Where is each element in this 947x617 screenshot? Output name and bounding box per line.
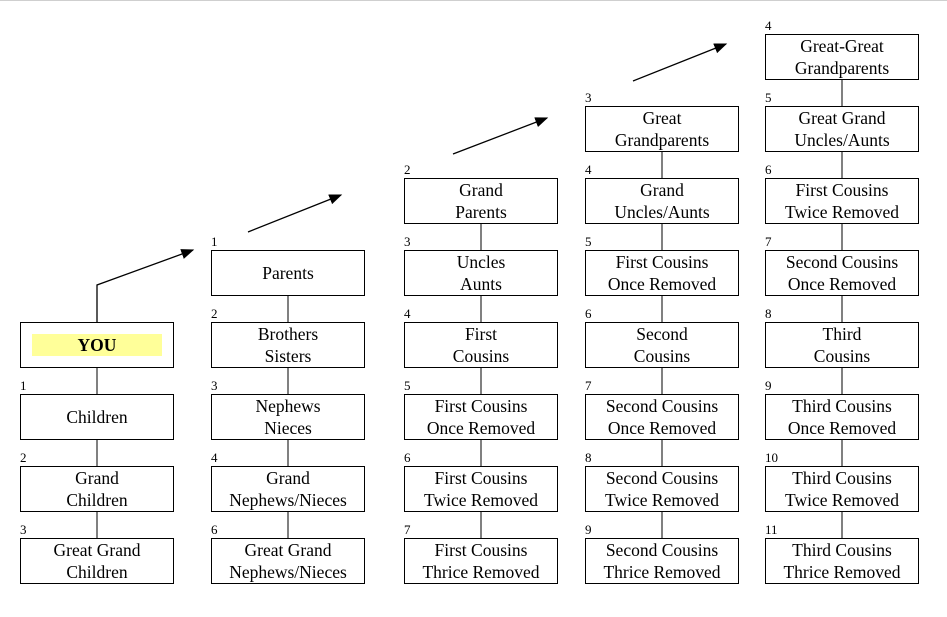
relation-box-great-grand-uncles-aunts: Great Grand Uncles/Aunts [765,106,919,152]
relation-box-grand-children: Grand Children [20,466,174,512]
relation-label: Grand Uncles/Aunts [614,180,710,222]
relation-label: Great Grand Uncles/Aunts [794,108,890,150]
relation-label: First Cousins Twice Removed [424,468,538,510]
generation-arrow [247,194,343,233]
relation-box-third-cousins: Third Cousins [765,322,919,368]
degree-number: 7 [585,378,592,393]
relation-box-uncles-aunts: Uncles Aunts [404,250,558,296]
relation-box-first-cousins-twice-removed: First Cousins Twice Removed [765,178,919,224]
relation-label: Great Grandparents [614,108,710,150]
relation-box-second-cousins-thrice-removed: Second Cousins Thrice Removed [585,538,739,584]
relation-box-third-cousins-once-removed: Third Cousins Once Removed [765,394,919,440]
relation-box-nephews-nieces: Nephews Nieces [211,394,365,440]
relation-label: Second Cousins Once Removed [605,396,719,438]
relation-label: Brothers Sisters [257,324,319,366]
degree-number: 8 [765,306,772,321]
relation-label: Great Grand Nephews/Nieces [229,540,347,582]
relation-box-grand-uncles-aunts: Grand Uncles/Aunts [585,178,739,224]
degree-number: 2 [20,450,27,465]
relation-label: Great Grand Children [53,540,141,582]
relation-box-great-grand-nephews-nieces: Great Grand Nephews/Nieces [211,538,365,584]
relation-label: Grand Nephews/Nieces [229,468,347,510]
degree-number: 3 [585,90,592,105]
degree-number: 1 [20,378,27,393]
degree-number: 5 [585,234,592,249]
relation-label: Second Cousins Twice Removed [605,468,719,510]
relation-box-great-grand-children: Great Grand Children [20,538,174,584]
relation-label: First Cousins Once Removed [426,396,536,438]
degree-number: 9 [765,378,772,393]
degree-number: 4 [404,306,411,321]
top-rule [0,0,947,1]
relation-box-first-cousins: First Cousins [404,322,558,368]
degree-number: 3 [211,378,218,393]
relation-label: Third Cousins [813,324,871,366]
relation-label: Second Cousins Once Removed [785,252,899,294]
relation-box-third-cousins-thrice-removed: Third Cousins Thrice Removed [765,538,919,584]
relation-box-you: YOU [20,322,174,368]
relation-label: Grand Parents [455,180,507,222]
degree-number: 6 [211,522,218,537]
relation-label: Third Cousins Thrice Removed [783,540,901,582]
relation-label: First Cousins Twice Removed [785,180,899,222]
relation-label: Grand Children [66,468,128,510]
degree-number: 3 [20,522,27,537]
relation-label: Children [66,407,128,427]
generation-arrow [632,43,728,82]
relation-box-second-cousins-twice-removed: Second Cousins Twice Removed [585,466,739,512]
degree-number: 10 [765,450,778,465]
relation-label: Nephews Nieces [255,396,321,438]
degree-number: 5 [404,378,411,393]
relation-box-brothers-sisters: Brothers Sisters [211,322,365,368]
degree-number: 1 [211,234,218,249]
degree-number: 2 [211,306,218,321]
relation-box-first-cousins-thrice-removed: First Cousins Thrice Removed [404,538,558,584]
relation-label: Great-Great Grandparents [794,36,890,78]
relation-label: First Cousins [452,324,510,366]
relation-box-third-cousins-twice-removed: Third Cousins Twice Removed [765,466,919,512]
degree-number: 4 [765,18,772,33]
relation-box-parents: Parents [211,250,365,296]
generation-arrow [452,117,549,155]
degree-number: 4 [585,162,592,177]
relation-label: First Cousins Thrice Removed [422,540,540,582]
relation-label: Uncles Aunts [456,252,506,294]
relation-label: Second Cousins [633,324,691,366]
degree-number: 11 [765,522,778,537]
relation-label: Third Cousins Twice Removed [785,468,899,510]
degree-number: 7 [765,234,772,249]
relation-box-second-cousins-once-removed: Second Cousins Once Removed [585,394,739,440]
relation-box-first-cousins-twice-removed: First Cousins Twice Removed [404,466,558,512]
degree-number: 9 [585,522,592,537]
relation-label: First Cousins Once Removed [607,252,717,294]
degree-number: 5 [765,90,772,105]
relation-box-grand-parents: Grand Parents [404,178,558,224]
relation-box-first-cousins-once-removed: First Cousins Once Removed [585,250,739,296]
degree-number: 7 [404,522,411,537]
relation-label: YOU [32,334,162,356]
degree-number: 8 [585,450,592,465]
relation-label: Third Cousins Once Removed [787,396,897,438]
relation-label: Second Cousins Thrice Removed [603,540,721,582]
relation-box-first-cousins-once-removed: First Cousins Once Removed [404,394,558,440]
relation-box-grand-nephews-nieces: Grand Nephews/Nieces [211,466,365,512]
degree-number: 2 [404,162,411,177]
degree-number: 6 [404,450,411,465]
degree-number: 6 [765,162,772,177]
relation-box-children: Children [20,394,174,440]
degree-number: 6 [585,306,592,321]
relation-box-great-grandparents: Great Grandparents [585,106,739,152]
relation-box-second-cousins: Second Cousins [585,322,739,368]
generation-arrow [96,249,195,322]
relation-box-great-great-grandparents: Great-Great Grandparents [765,34,919,80]
relation-box-second-cousins-once-removed: Second Cousins Once Removed [765,250,919,296]
degree-number: 3 [404,234,411,249]
relation-label: Parents [262,263,314,283]
degree-number: 4 [211,450,218,465]
